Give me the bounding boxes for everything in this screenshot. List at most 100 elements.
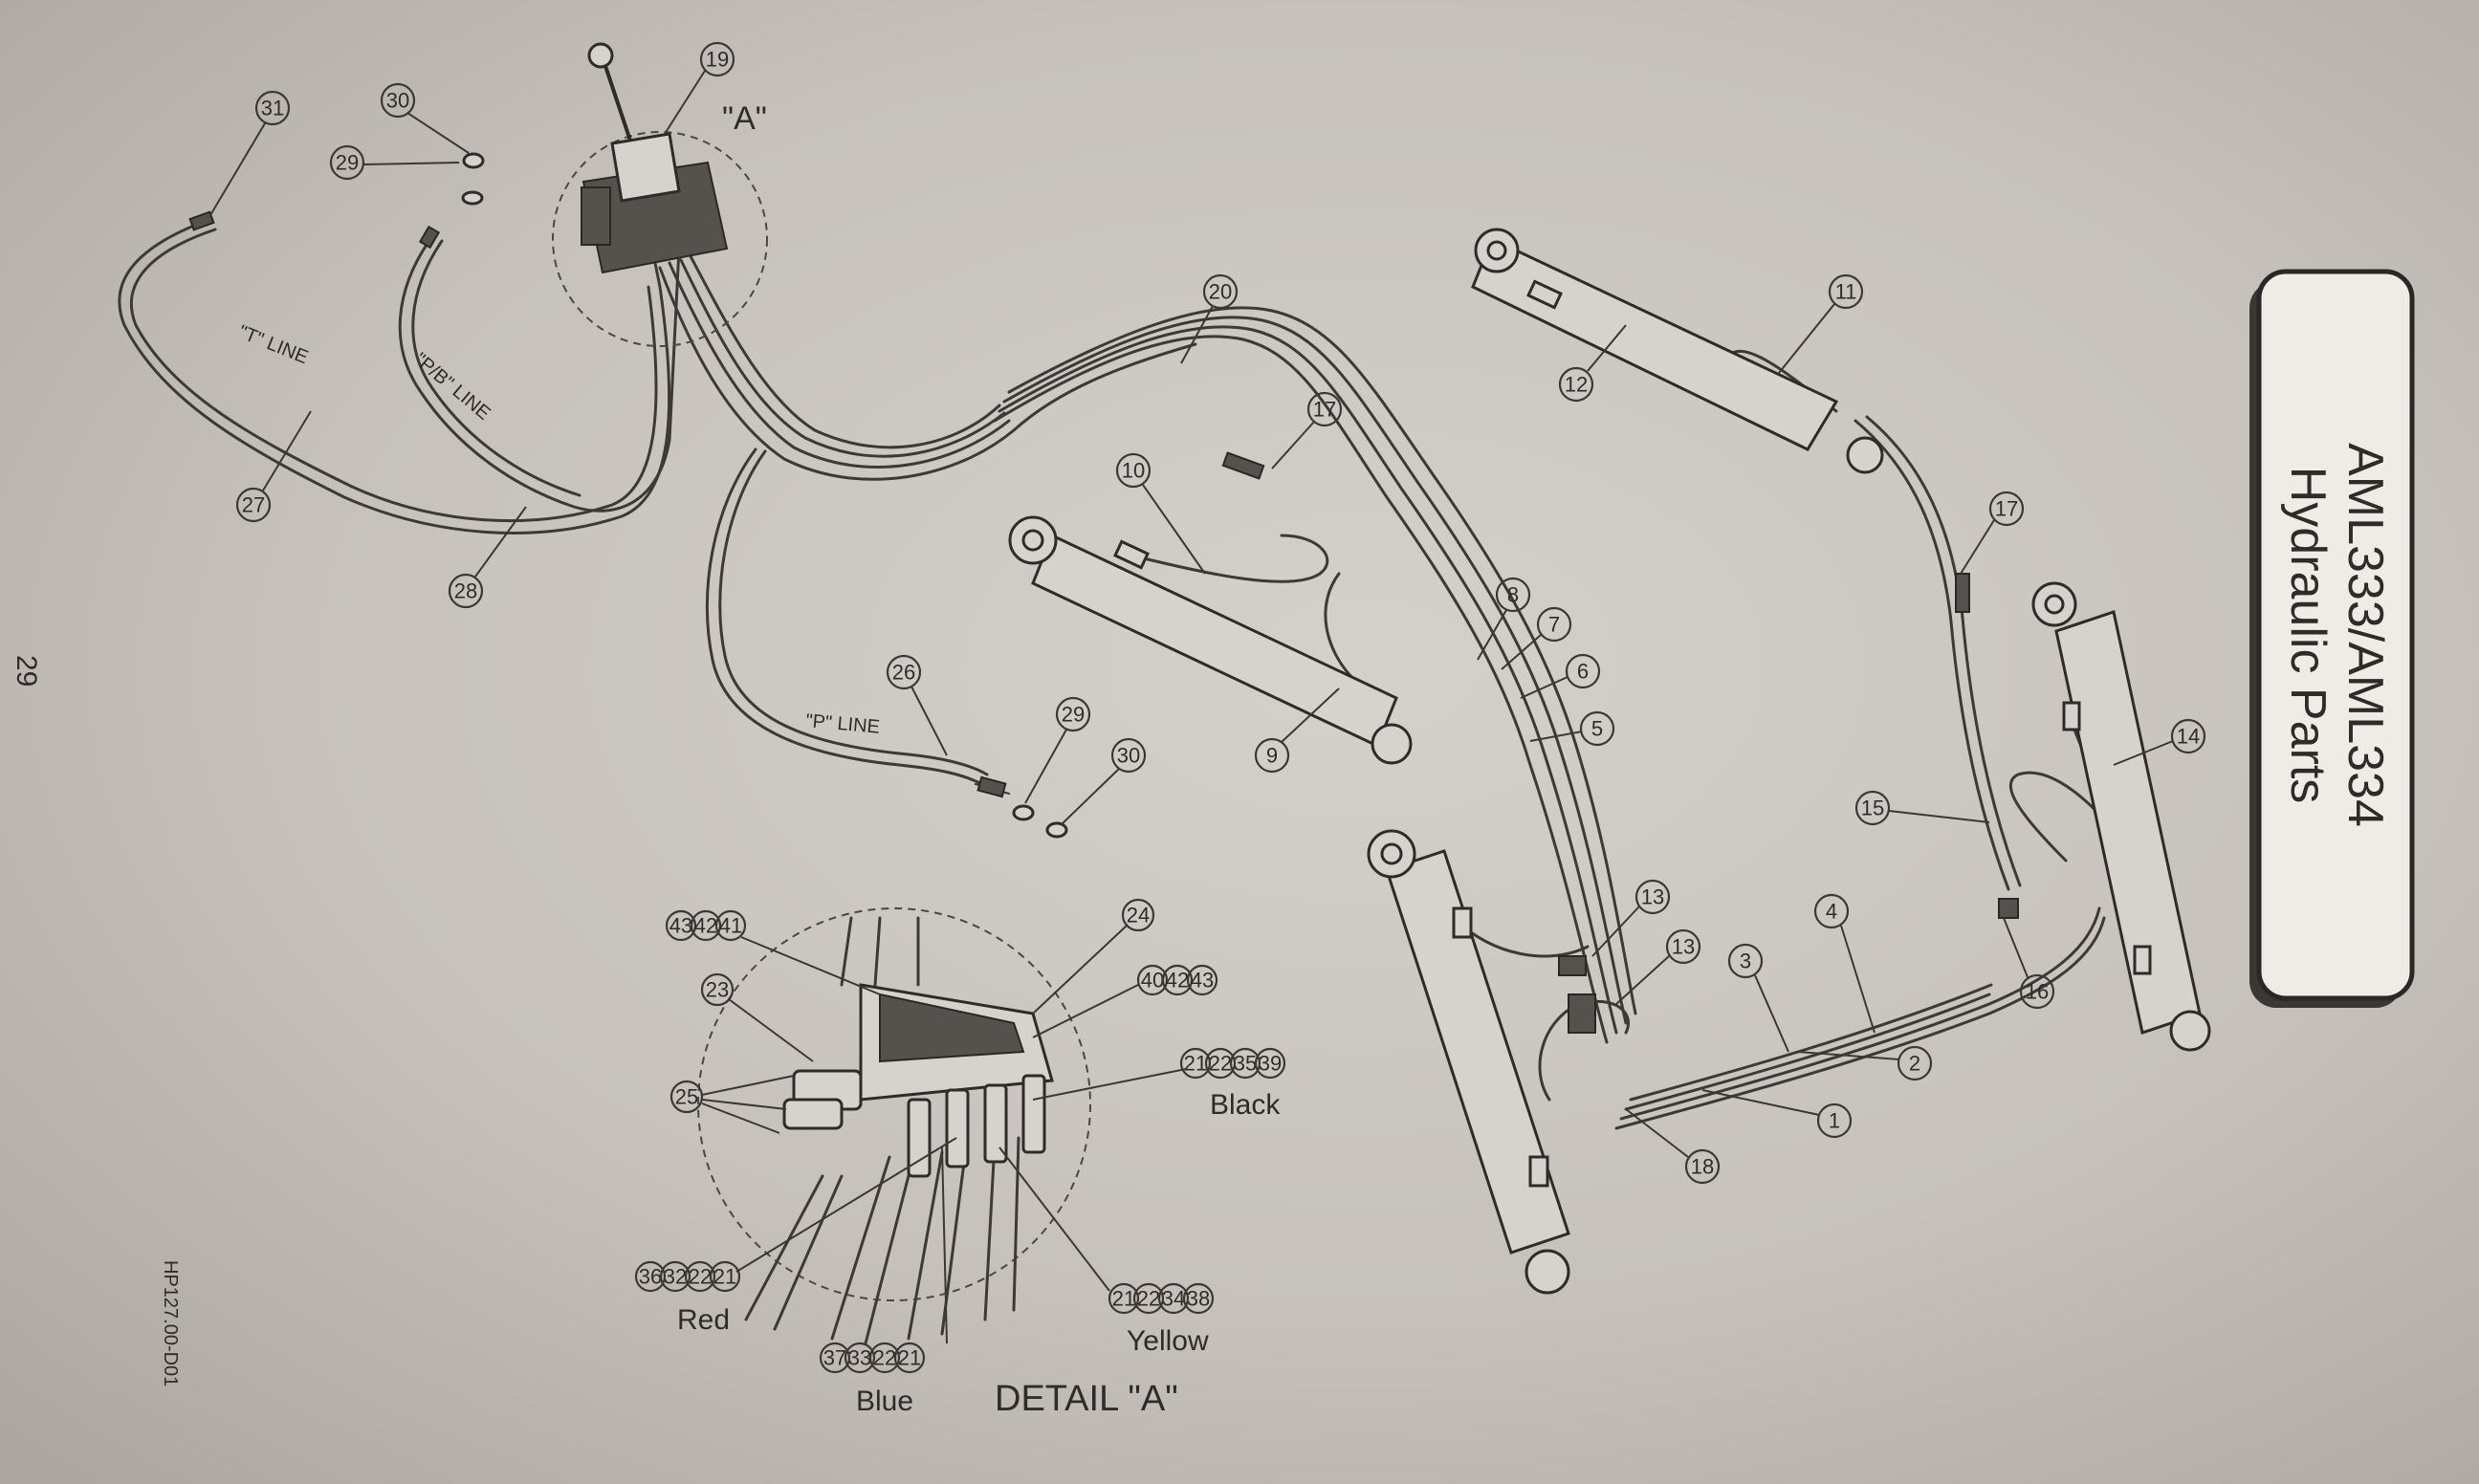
part-callout: 39 [1254,1047,1286,1080]
svg-text:39: 39 [1259,1052,1282,1076]
color-group-red: 36 32 22 21 Red [634,1137,957,1336]
part-callout: 35 [1229,1047,1261,1080]
part-callout: 33 [844,1342,876,1374]
blue-label: Blue [856,1386,913,1417]
part-callout: 21 [1108,1282,1140,1315]
title-line-1: AML333/AML334 [2337,443,2393,827]
callout-12: 12 [1558,366,1594,403]
callout-7: 7 [1536,606,1572,643]
svg-text:20: 20 [1209,280,1232,304]
part-callout: 42 [1161,964,1194,996]
callout-1: 1 [1816,1102,1853,1139]
callout-26: 26 [886,654,922,690]
callout-9: 9 [1254,737,1290,774]
svg-text:43: 43 [669,914,692,938]
svg-text:8: 8 [1507,583,1519,607]
svg-text:21: 21 [1112,1287,1135,1311]
svg-text:22: 22 [689,1265,712,1289]
svg-text:9: 9 [1266,744,1278,768]
drawing-number: HP127.00-D01 [160,1260,181,1386]
svg-text:21: 21 [1184,1052,1207,1076]
svg-text:42: 42 [694,914,717,938]
callout-10: 10 [1115,452,1152,489]
part-callout: 22 [868,1342,901,1374]
color-group-blue: 37 33 22 21 Blue [819,1146,948,1417]
svg-text:43: 43 [1191,969,1214,993]
yellow-label: Yellow [1127,1325,1209,1357]
page-number: 29 [11,655,42,687]
svg-text:37: 37 [823,1346,846,1370]
part-callout: 34 [1157,1282,1190,1315]
callout-13-lower: 13 [1665,928,1701,965]
callout-31: 31 [254,90,291,126]
callout-17-upper: 17 [1306,391,1343,427]
svg-text:42: 42 [1166,969,1189,993]
color-group-black: 21 22 35 39 Black [1032,1047,1286,1121]
callout-19: 19 [699,41,735,77]
svg-text:30: 30 [386,89,409,113]
svg-text:18: 18 [1691,1155,1714,1179]
svg-text:16: 16 [2026,980,2049,1004]
svg-text:7: 7 [1548,613,1560,637]
callout-20: 20 [1202,273,1239,310]
cylinder-boom-top [1471,228,1884,474]
callout-2: 2 [1897,1045,1933,1081]
fittings [188,152,2019,1034]
svg-text:28: 28 [454,579,477,603]
svg-text:33: 33 [848,1346,871,1370]
title-box: AML333/AML334 Hydraulic Parts [2249,269,2415,1008]
part-callout: 22 [1132,1282,1165,1315]
part-callout: 21 [709,1260,741,1293]
svg-text:12: 12 [1565,373,1588,397]
svg-text:34: 34 [1162,1287,1185,1311]
callout-24: 24 [1121,898,1155,932]
callout-27: 27 [235,487,272,523]
part-callout: 38 [1182,1282,1215,1315]
svg-text:11: 11 [1835,280,1857,304]
svg-text:25: 25 [675,1085,698,1109]
svg-text:17: 17 [1313,398,1336,422]
svg-text:21: 21 [898,1346,921,1370]
part-callout: 42 [690,909,722,942]
cylinder-tilt-right [2031,581,2211,1052]
detail-a-title: DETAIL "A" [995,1379,1178,1419]
svg-text:22: 22 [1209,1052,1232,1076]
callout-4: 4 [1813,893,1850,929]
svg-text:19: 19 [706,48,729,72]
callout-16: 16 [2019,973,2055,1010]
part-callout: 43 [1186,964,1218,996]
color-group-yellow: 21 22 34 38 Yellow [998,1146,1215,1357]
svg-text:4: 4 [1826,900,1837,924]
svg-text:31: 31 [261,97,284,120]
detail-a [697,907,1091,1345]
part-callout: 36 [634,1260,667,1293]
detail-a-marker: "A" [722,100,767,137]
part-callout: 37 [819,1342,851,1374]
part-callouts: 1 2 3 4 5 6 7 8 9 10 11 12 13 13 14 15 1… [209,41,2206,1185]
svg-text:13: 13 [1672,935,1695,959]
svg-text:2: 2 [1909,1052,1920,1076]
svg-text:23: 23 [706,978,729,1002]
svg-text:32: 32 [664,1265,687,1289]
callout-30-top: 30 [380,82,416,119]
red-label: Red [677,1304,730,1336]
p-line-label: "P" LINE [805,710,881,738]
part-callout: 22 [1204,1047,1237,1080]
callout-28: 28 [448,573,484,609]
svg-text:10: 10 [1122,459,1145,483]
t-line-label: "T" LINE [235,321,311,368]
hose-lines [118,218,2154,1130]
callout-8: 8 [1495,577,1531,613]
svg-text:41: 41 [719,914,742,938]
svg-text:13: 13 [1641,885,1664,909]
svg-text:36: 36 [639,1265,662,1289]
svg-text:24: 24 [1127,904,1150,928]
callout-6: 6 [1565,653,1601,689]
svg-text:26: 26 [892,661,915,685]
part-callout: 32 [659,1260,691,1293]
black-label: Black [1210,1089,1281,1121]
line-labels: "T" LINE "P/B" LINE "P" LINE "A" DETAIL … [235,100,1178,1419]
callout-3: 3 [1727,943,1764,979]
part-callout: 21 [893,1342,926,1374]
callout-13-upper: 13 [1634,879,1671,915]
